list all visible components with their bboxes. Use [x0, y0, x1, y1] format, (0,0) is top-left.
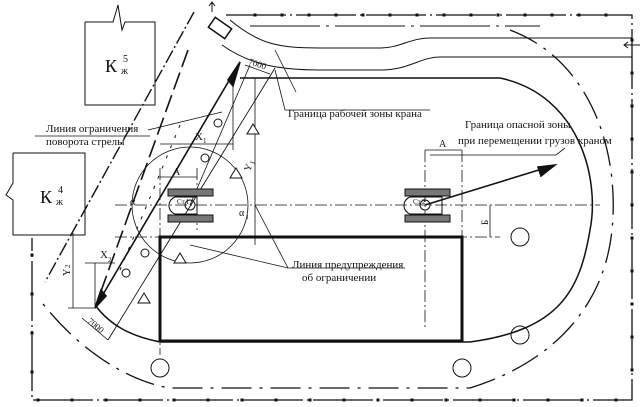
- fence-post: [630, 170, 634, 174]
- fence-post: [630, 38, 634, 42]
- crane-axis-lines: [115, 150, 600, 355]
- fence-post: [444, 398, 448, 402]
- station-1-label: Ст.1: [177, 198, 190, 206]
- fence-post: [512, 398, 516, 402]
- fence-post: [376, 398, 380, 402]
- dim-y1: Y: [242, 162, 255, 173]
- dim-a-station-2: A: [439, 139, 447, 150]
- arrow-up-icon: [208, 1, 216, 12]
- building-k4-sup: 4: [58, 185, 63, 196]
- fence-post: [580, 398, 584, 402]
- fence-post: [630, 302, 634, 306]
- crane-work-zone-boundary: [94, 77, 594, 343]
- angle-alpha: α: [130, 197, 136, 208]
- fence-post: [630, 236, 634, 240]
- fence-post: [36, 398, 40, 402]
- fence-post: [604, 13, 608, 17]
- fence-post: [442, 13, 446, 17]
- fence-posts: [30, 13, 634, 402]
- building-k4-sub: ж: [55, 197, 63, 208]
- access-road: [207, 1, 640, 71]
- site-fence: [30, 13, 634, 402]
- dim-x1: X: [195, 131, 203, 143]
- fence-post: [361, 13, 365, 17]
- fence-post: [274, 398, 278, 402]
- building-k5-label: К: [105, 56, 118, 76]
- danger-zone-label-2: при перемещении грузов краном: [458, 135, 612, 147]
- fence-post: [307, 13, 311, 17]
- fence-post: [630, 203, 634, 207]
- boom-direction-lines: [94, 61, 558, 341]
- fence-post: [546, 398, 550, 402]
- building-k4-label: К: [40, 187, 53, 207]
- fence-post: [280, 13, 284, 17]
- dim-x1-sub: 1: [203, 137, 207, 145]
- dim-y2: Y: [62, 269, 73, 276]
- danger-zone-boundary: [39, 29, 614, 389]
- fence-post: [334, 13, 338, 17]
- fence-post: [630, 269, 634, 273]
- dim-b: Б: [480, 220, 490, 225]
- building-k4: [5, 152, 86, 236]
- boom-limit-label: Линия ограничения: [46, 123, 138, 135]
- fence-post: [138, 398, 142, 402]
- warning-sign-icons: [121, 118, 260, 304]
- fence-post: [172, 398, 176, 402]
- fence-post: [415, 13, 419, 17]
- fence-post: [30, 370, 34, 374]
- fence-post: [206, 398, 210, 402]
- angle-alpha1-sub: 1: [246, 215, 249, 221]
- fence-post: [550, 13, 554, 17]
- fence-post: [496, 13, 500, 17]
- crane-station-2: [403, 188, 451, 223]
- dim-x2: X: [100, 249, 108, 261]
- gate-icon: [207, 16, 233, 40]
- boom-limit-label-2: поворота стрелы: [46, 136, 125, 148]
- angle-alpha1: α: [239, 208, 245, 219]
- fence-post: [30, 253, 34, 257]
- building-k5-sub: ж: [120, 66, 128, 77]
- fence-post: [104, 398, 108, 402]
- fence-post: [240, 398, 244, 402]
- work-zone-label: Граница рабочей зоны крана: [288, 108, 422, 120]
- fence-post: [630, 137, 634, 141]
- fence-post: [614, 398, 618, 402]
- building-under-construction: [158, 235, 464, 343]
- fence-post: [410, 398, 414, 402]
- fence-post: [630, 104, 634, 108]
- crane-station-1: [167, 188, 214, 223]
- building-k5: [84, 4, 156, 106]
- arrow-left-icon: [623, 41, 640, 49]
- warning-line-label: Линия предупреждения: [292, 259, 403, 271]
- fence-post: [70, 398, 74, 402]
- fence-post: [342, 398, 346, 402]
- warning-line-label-2: об ограничении: [302, 272, 376, 284]
- fence-post: [630, 335, 634, 339]
- dim-y1-sub: 1: [248, 159, 257, 165]
- dim-a-station-1: A: [173, 167, 181, 178]
- fence-post: [30, 331, 34, 335]
- fence-post: [308, 398, 312, 402]
- fence-post: [523, 13, 527, 17]
- fence-post: [478, 398, 482, 402]
- dim-7000-bottom: 7000: [86, 316, 107, 336]
- fence-post: [469, 13, 473, 17]
- station-2-label: Ст.2: [413, 198, 426, 206]
- dimension-lines: [35, 49, 566, 341]
- fence-post: [253, 13, 257, 17]
- fence-post: [388, 13, 392, 17]
- fence-post: [577, 13, 581, 17]
- dim-y2-sub: 2: [64, 264, 72, 268]
- building-k5-sup: 5: [123, 54, 128, 65]
- lighting-posts: [150, 227, 530, 378]
- boom-rotation-limit-line: [44, 11, 195, 306]
- building-labels: К 5 ж К 4 ж: [40, 54, 128, 208]
- fence-post: [630, 368, 634, 372]
- dim-x2-sub: 2: [108, 256, 112, 264]
- fence-post: [30, 292, 34, 296]
- fence-post: [630, 71, 634, 75]
- danger-zone-label: Граница опасной зоны: [465, 119, 571, 131]
